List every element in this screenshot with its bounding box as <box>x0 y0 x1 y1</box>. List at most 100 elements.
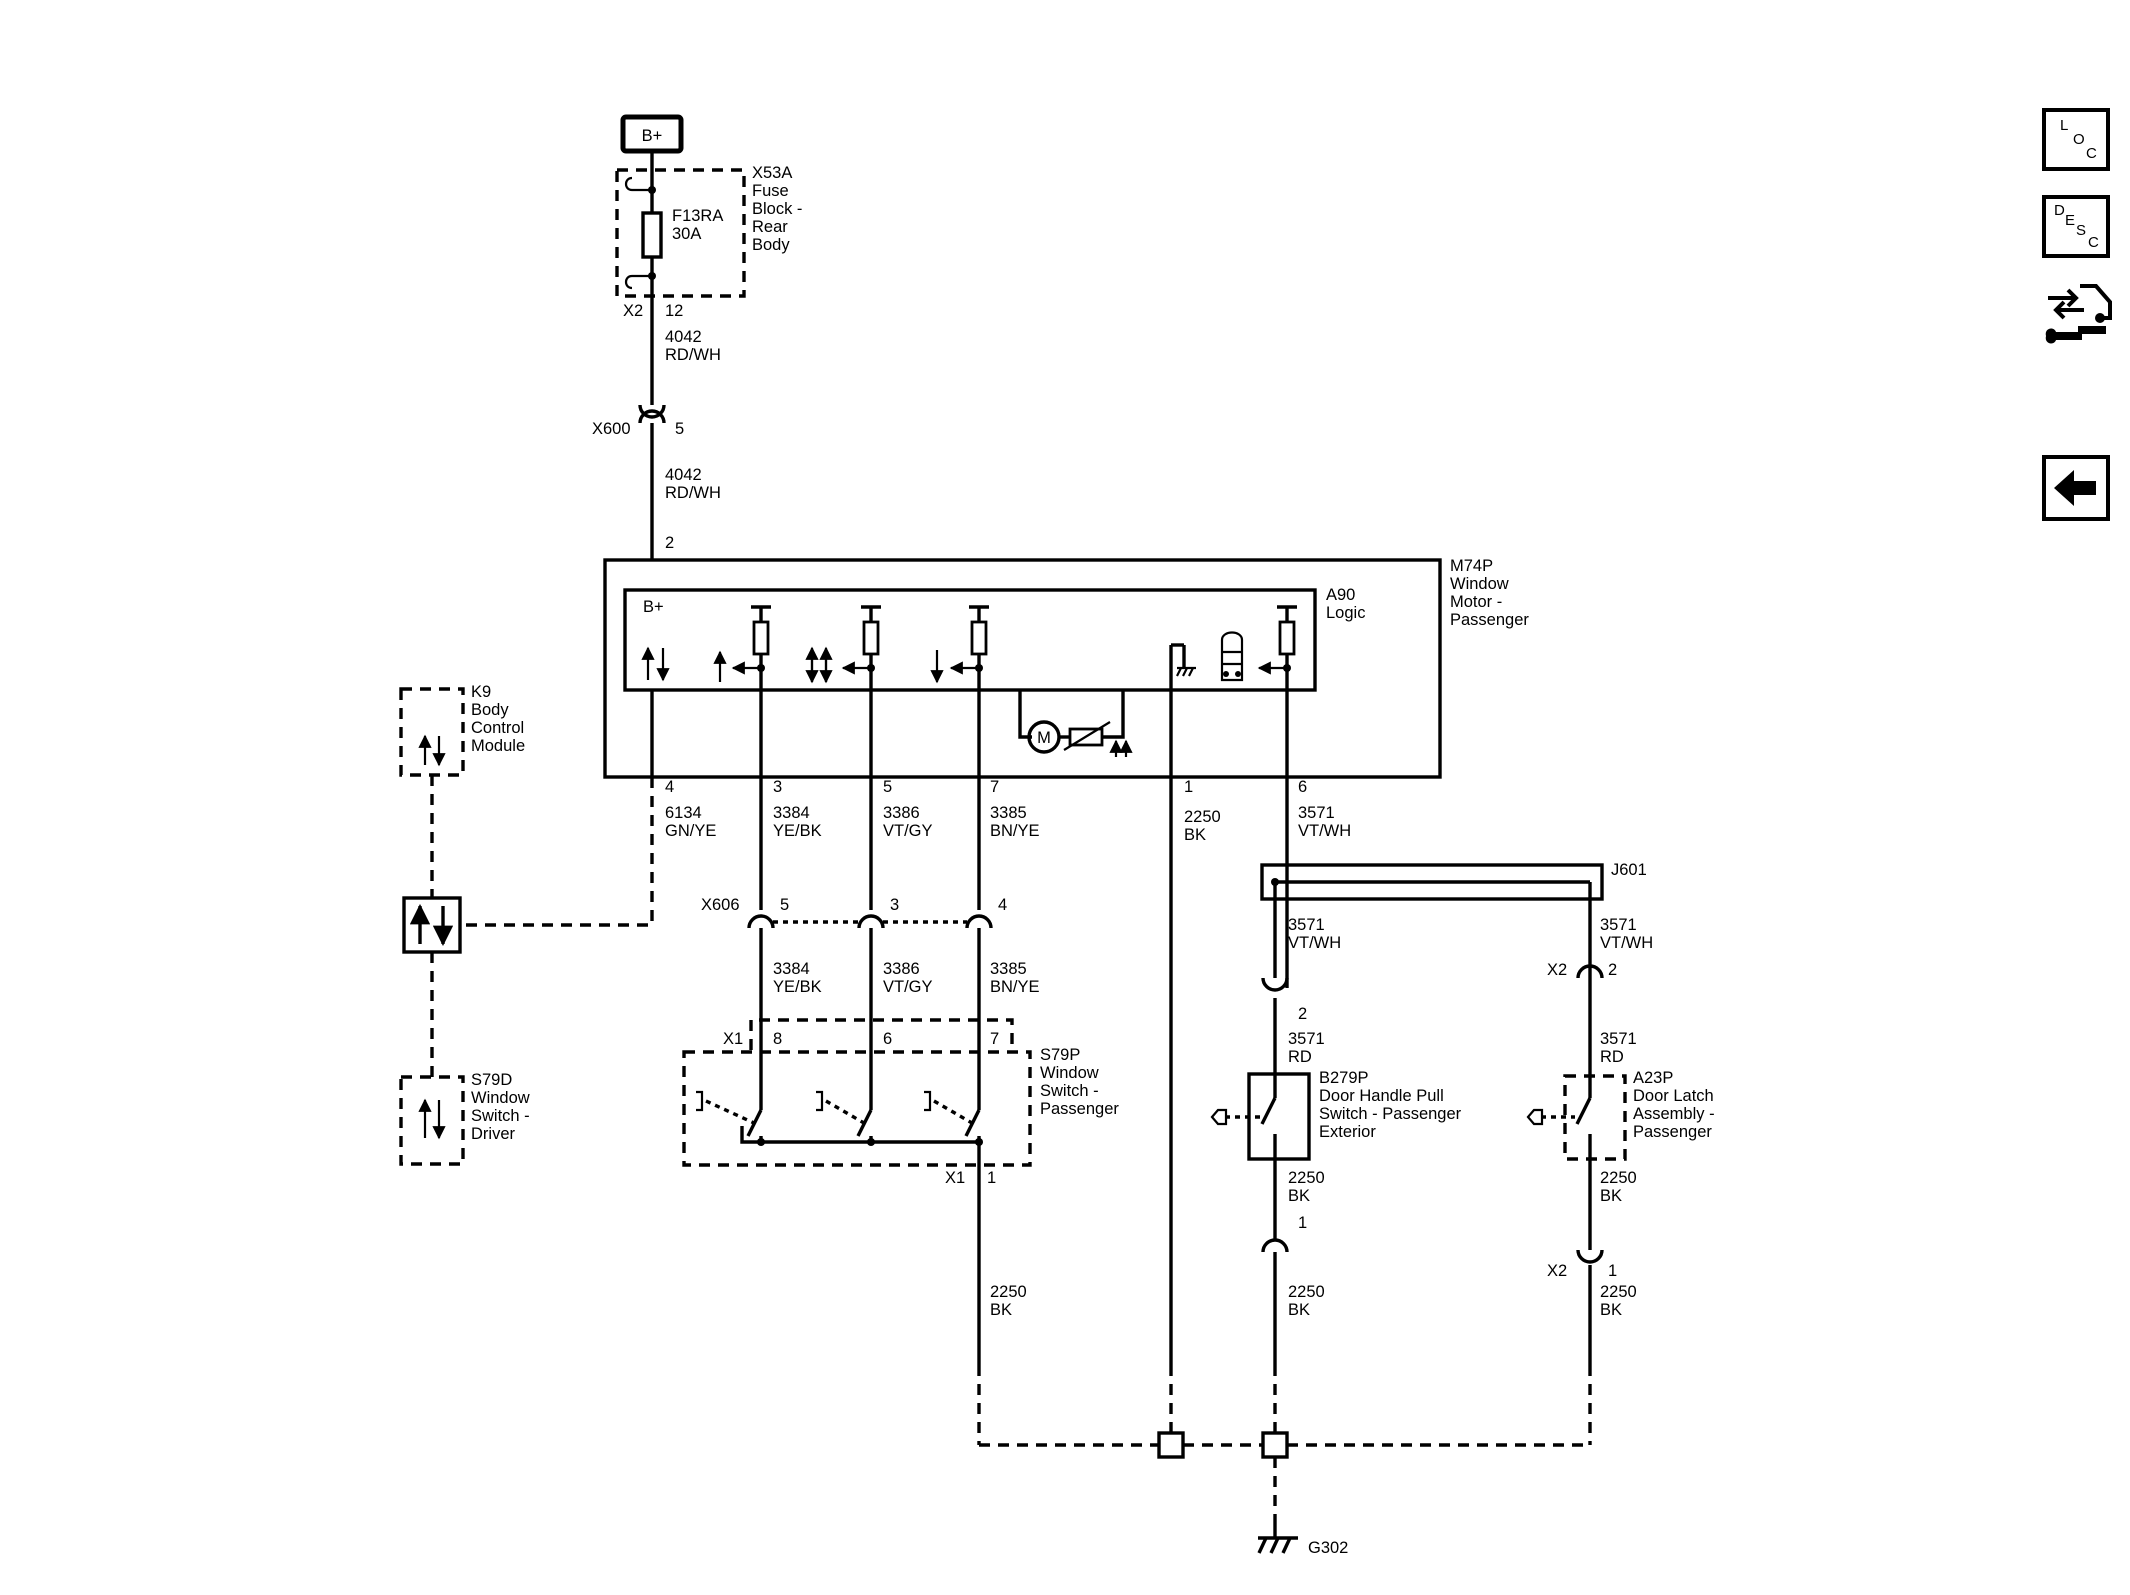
wire-color-label: RD <box>1600 1048 1624 1066</box>
input-resistor-7 <box>930 605 989 684</box>
bcm-name-line: Control <box>471 719 524 737</box>
b279p-name: B279P <box>1319 1069 1369 1087</box>
motor-pin-label: 5 <box>883 778 892 796</box>
loc-letter: C <box>2086 145 2097 162</box>
wire-color-label: RD <box>1288 1048 1312 1066</box>
wire-color-label: VT/GY <box>883 978 933 996</box>
internal-ground-icon <box>1169 643 1196 690</box>
b279p-name-line: Exterior <box>1319 1123 1376 1141</box>
a23p-name-line: Assembly - <box>1633 1105 1715 1123</box>
wire-label: 2250 <box>1600 1169 1637 1187</box>
s79p-name: S79P <box>1040 1046 1080 1064</box>
motor-name-line: Passenger <box>1450 611 1529 629</box>
door-status-icon <box>1220 631 1244 682</box>
wire-color-label: YE/BK <box>773 822 822 840</box>
wire-color-label: BK <box>1600 1187 1622 1205</box>
wire-label: 3386 <box>883 960 920 978</box>
description-button[interactable]: D E S C <box>2042 195 2110 258</box>
s79d-name-line: Switch - <box>471 1107 530 1125</box>
splice-j601: J601 <box>1260 861 1647 901</box>
motor-pin-label: 1 <box>1184 778 1193 796</box>
up-down-arrow-icon <box>641 646 670 682</box>
wire-label: 3571 <box>1600 916 1637 934</box>
wire-label: 3571 <box>1600 1030 1637 1048</box>
wire-color-label: VT/WH <box>1288 934 1341 952</box>
wire-color-label: BK <box>1600 1301 1622 1319</box>
wire-label: 3386 <box>883 804 920 822</box>
wire-label: 2250 <box>990 1283 1027 1301</box>
wire-color-label: BK <box>990 1301 1012 1319</box>
fuse-pin-label: 12 <box>665 302 683 320</box>
a23p-name-line: Door Latch <box>1633 1087 1714 1105</box>
s79d-name-line: Driver <box>471 1125 516 1143</box>
motor-name-line: Window <box>1450 575 1509 593</box>
wire-color-label: VT/WH <box>1298 822 1351 840</box>
fuse-connector-label: X2 <box>623 302 643 320</box>
a23p-connector-top: X2 <box>1547 961 1567 979</box>
wire-color-label: GN/YE <box>665 822 716 840</box>
loc-letter: L <box>2060 117 2069 134</box>
ground-bus <box>977 1365 1592 1525</box>
wire-label: 3571 <box>1298 804 1335 822</box>
logic-bplus-label: B+ <box>643 598 664 616</box>
s79p-pin: 7 <box>990 1030 999 1048</box>
wire-color-label: VT/GY <box>883 822 933 840</box>
fuse-block-name-line: Rear <box>752 218 788 236</box>
wire-color-label: BN/YE <box>990 822 1040 840</box>
wire-label: 3384 <box>773 960 810 978</box>
bcm-name-line: Body <box>471 701 509 719</box>
s79p-pin: 8 <box>773 1030 782 1048</box>
motor-pin-label: 3 <box>773 778 782 796</box>
wire-label: 2250 <box>1184 808 1221 826</box>
connector-name: X600 <box>592 420 631 438</box>
connector-x600: X600 5 <box>592 404 684 438</box>
wire-color-label: BN/YE <box>990 978 1040 996</box>
back-arrow-icon <box>2054 470 2096 506</box>
wire-label: 3385 <box>990 960 1027 978</box>
connector-pin: 4 <box>998 896 1007 914</box>
fuse-icon <box>641 211 663 259</box>
wire-label: 4042 <box>665 328 702 346</box>
fuse-block: F13RA 30A X53A Fuse Block - Rear Body X2… <box>615 164 802 320</box>
fuse-id: F13RA <box>672 207 723 225</box>
door-handle-switch: B279P Door Handle Pull Switch - Passenge… <box>1210 1069 1462 1161</box>
s79p-name-line: Switch - <box>1040 1082 1099 1100</box>
s79p-name-line: Passenger <box>1040 1100 1119 1118</box>
wire-color-label: BK <box>1288 1187 1310 1205</box>
wire-label: 4042 <box>665 466 702 484</box>
actuator-icon <box>1210 1108 1228 1126</box>
b279p-name-line: Switch - Passenger <box>1319 1105 1462 1123</box>
wire-label: 6134 <box>665 804 702 822</box>
bcm-name-line: Module <box>471 737 525 755</box>
s79p-name-line: Window <box>1040 1064 1099 1082</box>
motor-icon: M <box>1018 690 1133 757</box>
motor-pin-label: 7 <box>990 778 999 796</box>
a23p-name-line: Passenger <box>1633 1123 1712 1141</box>
battery-label: B+ <box>642 127 663 145</box>
location-button[interactable]: L O C <box>2042 108 2110 171</box>
wire-color-label: RD/WH <box>665 346 721 364</box>
fuse-block-name-line: Body <box>752 236 790 254</box>
s79p-bottom-connector: X1 <box>945 1169 965 1187</box>
wire-color-label: BK <box>1184 826 1206 844</box>
connector-x606: X606 5 3 4 <box>701 896 1007 929</box>
ground-g302-icon: G302 <box>1257 1525 1348 1557</box>
driver-window-switch: S79D Window Switch - Driver <box>399 1071 530 1166</box>
logic-name: A90 <box>1326 586 1355 604</box>
motor-pin-label: 4 <box>665 778 674 796</box>
a23p-connector-bottom: X2 <box>1547 1262 1567 1280</box>
fuse-block-name-line: Block - <box>752 200 802 218</box>
s79p-bottom-pin: 1 <box>987 1169 996 1187</box>
b279p-pin-bottom: 1 <box>1298 1214 1307 1232</box>
wire-label: 3571 <box>1288 916 1325 934</box>
wire-label: 3385 <box>990 804 1027 822</box>
s79d-name: S79D <box>471 1071 512 1089</box>
car-wrench-icon[interactable] <box>2038 276 2118 356</box>
back-button[interactable] <box>2042 455 2110 521</box>
input-resistor-5 <box>805 605 881 684</box>
fuse-block-name: X53A <box>752 164 792 182</box>
desc-letter: S <box>2076 222 2087 239</box>
actuator-icon <box>1526 1108 1544 1126</box>
connector-pin: 5 <box>675 420 684 438</box>
